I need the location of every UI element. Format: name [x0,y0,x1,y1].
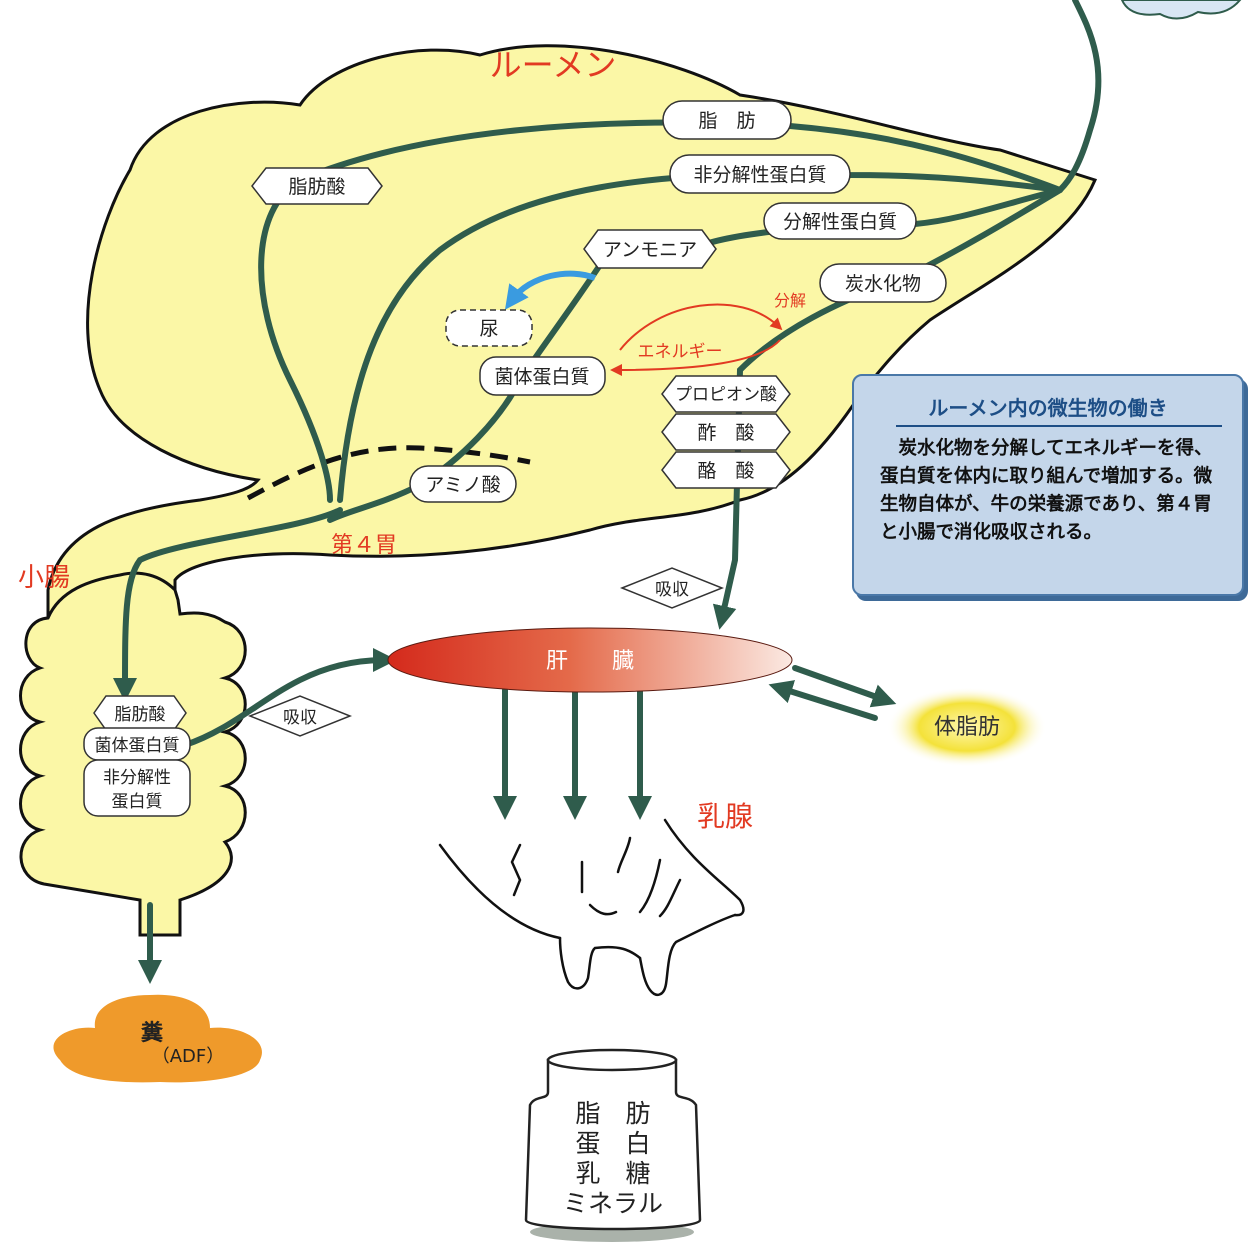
label-ammonia: アンモニア [584,230,716,268]
label-propionic-acid: プロピオン酸 [662,376,790,412]
liver-label: 肝 臓 [546,649,634,674]
info-box-rule [896,425,1222,427]
svg-text:脂肪酸: 脂肪酸 [288,176,345,198]
svg-text:非分解性: 非分解性 [103,768,171,788]
abomasum-label: 第４胃 [331,533,397,558]
svg-text:非分解性蛋白質: 非分解性蛋白質 [693,164,826,186]
feces-label: 糞 [140,1020,164,1046]
svg-text:蛋白質: 蛋白質 [112,792,163,812]
rumen-label: ルーメン [490,46,617,84]
info-box-title: ルーメン内の微生物の働き [854,392,1242,421]
absorption-label-rumen: 吸収 [622,568,722,608]
label-carbohydrate: 炭水化物 [820,264,946,302]
decompose-label: 分解 [774,291,806,310]
label-degradable-protein: 分解性蛋白質 [764,203,916,239]
svg-text:炭水化物: 炭水化物 [845,273,921,295]
svg-text:吸収: 吸収 [283,708,317,728]
label-undegradable-protein: 非分解性蛋白質 [670,155,850,193]
info-box-body: 炭水化物を分解してエネルギーを得、蛋白質を体内に取り組んで増加する。微生物自体が… [880,435,1226,547]
svg-text:脂肪酸: 脂肪酸 [115,705,166,725]
info-box: ルーメン内の微生物の働き 炭水化物を分解してエネルギーを得、蛋白質を体内に取り組… [852,374,1244,596]
body-fat-label: 体脂肪 [934,715,1000,740]
energy-label: エネルギー [638,342,723,362]
svg-text:酪 酸: 酪 酸 [697,460,754,482]
milk-content-protein: 蛋 白 [575,1129,650,1158]
mammary-label: 乳腺 [697,800,753,833]
feed-inflow [1060,0,1098,190]
label-fat: 脂 肪 [663,101,791,139]
svg-text:アミノ酸: アミノ酸 [425,474,501,496]
cloud-shape [1122,0,1240,19]
svg-text:尿: 尿 [479,318,498,340]
svg-text:酢 酸: 酢 酸 [697,422,754,444]
label-butyric-acid: 酪 酸 [662,452,790,488]
label-amino-acid: アミノ酸 [410,466,516,502]
udder-drawing [440,820,743,995]
intestine-label-microbial-protein: 菌体蛋白質 [84,728,190,760]
svg-text:菌体蛋白質: 菌体蛋白質 [95,736,180,756]
label-fatty-acid: 脂肪酸 [252,168,382,204]
label-urine: 尿 [446,310,532,346]
svg-text:脂 肪: 脂 肪 [698,110,755,132]
small-intestine-label: 小腸 [18,563,70,593]
intestine-label-undegradable: 非分解性 蛋白質 [84,760,190,816]
milk-content-fat: 脂 肪 [575,1099,650,1128]
svg-text:アンモニア: アンモニア [603,239,697,261]
svg-text:プロピオン酸: プロピオン酸 [675,385,777,405]
label-microbial-protein: 菌体蛋白質 [480,357,605,395]
label-acetic-acid: 酢 酸 [662,414,790,450]
svg-text:分解性蛋白質: 分解性蛋白質 [783,211,897,233]
feces-sub-label: （ADF） [152,1046,225,1067]
milk-content-lactose: 乳 糖 [575,1159,650,1188]
svg-text:吸収: 吸収 [655,580,689,600]
intestine-label-fatty-acid: 脂肪酸 [94,696,186,730]
milk-content-minerals: ミネラル [563,1189,663,1218]
svg-text:菌体蛋白質: 菌体蛋白質 [494,366,589,388]
